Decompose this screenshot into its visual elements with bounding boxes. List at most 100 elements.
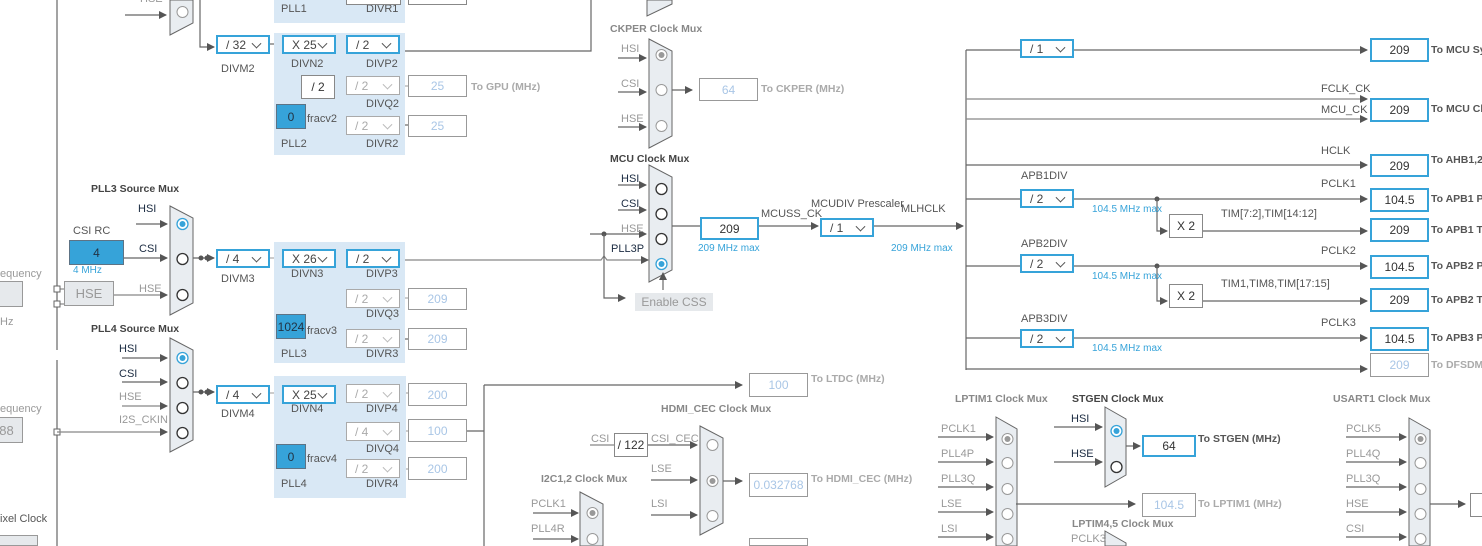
pll2-r-output: 25 (408, 115, 467, 137)
dropdown-value: / 2 (1030, 256, 1044, 271)
enable-css-button[interactable]: Enable CSS (635, 293, 713, 311)
pll2-half-divider: / 2 (301, 75, 335, 99)
radio-option[interactable] (1001, 533, 1014, 545)
divm2-dropdown[interactable]: / 32 (216, 35, 270, 54)
mcu-input-hse: HSE (621, 223, 644, 235)
lptim1-input-0: PCLK1 (941, 423, 976, 435)
pll4-label: PLL4 (281, 478, 307, 490)
radio-option[interactable] (655, 120, 668, 132)
divp4-dropdown[interactable]: / 2 (346, 384, 400, 403)
radio-option[interactable] (1110, 460, 1123, 474)
radio-option[interactable] (176, 288, 189, 302)
hdmi-cec-output-label: To HDMI_CEC (MHz) (811, 473, 913, 485)
mcu-input-hsi: HSI (621, 173, 640, 185)
radio-option[interactable] (655, 84, 668, 96)
divr2-dropdown[interactable]: / 2 (346, 116, 400, 135)
divn2-dropdown[interactable]: X 25 (282, 35, 336, 54)
radio-option[interactable] (1414, 483, 1427, 495)
usart1-mux (1408, 417, 1431, 546)
apb3-div-dropdown[interactable]: / 2 (1020, 329, 1074, 348)
ckper-input-hsi: HSI (621, 43, 640, 55)
mcu-sys-label: To MCU Sys (1431, 44, 1482, 56)
pll1-label: PLL1 (281, 3, 307, 15)
radio-option[interactable] (1001, 457, 1014, 469)
frequency-input-1[interactable] (0, 281, 23, 307)
radio-option[interactable] (706, 510, 719, 522)
stgen-mux (1104, 406, 1127, 488)
divn3-dropdown[interactable]: X 26 (282, 249, 336, 268)
dropdown-value: / 2 (1030, 191, 1044, 206)
chevron-down-icon (382, 292, 393, 303)
radio-option[interactable] (176, 426, 189, 440)
mcu-clk-label: To MCU Clo (1431, 103, 1482, 115)
frequency-label-2: equency (0, 403, 42, 415)
apb1-div-dropdown[interactable]: / 2 (1020, 189, 1074, 208)
radio-option[interactable] (655, 182, 668, 196)
radio-option[interactable] (176, 252, 189, 266)
divr3-dropdown[interactable]: / 2 (346, 329, 400, 348)
sys-div-dropdown[interactable]: / 1 (1020, 39, 1074, 58)
radio-option[interactable] (176, 401, 189, 415)
radio-option[interactable] (176, 6, 189, 18)
dropdown-value: / 4 (355, 424, 369, 439)
radio-dot (1113, 428, 1120, 434)
radio-option[interactable] (1414, 457, 1427, 469)
radio-option[interactable] (1001, 508, 1014, 520)
divm4-dropdown[interactable]: / 4 (216, 385, 270, 404)
mcu-clk-output: 209 (1370, 98, 1429, 122)
stgen-output: 64 (1142, 435, 1196, 457)
csi-rc-value[interactable]: 4 (69, 240, 124, 265)
divr2-label: DIVR2 (366, 138, 399, 150)
apb2-div-dropdown[interactable]: / 2 (1020, 254, 1074, 273)
fracv2-input[interactable]: 0 (276, 104, 306, 129)
mcu-mux-max: 209 MHz max (698, 243, 760, 254)
wire (1156, 266, 1168, 305)
radio-dot (658, 52, 665, 58)
divn4-dropdown[interactable]: X 25 (282, 385, 336, 404)
dropdown-value: / 4 (226, 251, 240, 266)
fclk-label: FCLK_CK (1321, 83, 1371, 95)
radio-option[interactable] (176, 376, 189, 390)
radio-dot (1004, 436, 1011, 442)
chevron-down-icon (382, 332, 393, 343)
junction-dot (198, 255, 204, 261)
radio-option[interactable] (706, 439, 719, 451)
divq4-dropdown[interactable]: / 4 (346, 422, 400, 441)
frequency-input-2[interactable]: 88 (0, 417, 23, 443)
radio-option[interactable] (1414, 533, 1427, 545)
fracv3-input[interactable]: 1024 (276, 314, 306, 339)
radio-option[interactable] (655, 232, 668, 246)
pll4-mux-input-i2s: I2S_CKIN (119, 414, 168, 426)
fracv3-label: fracv3 (307, 325, 337, 337)
ckper-input-csi: CSI (621, 78, 640, 90)
radio-option[interactable] (1414, 508, 1427, 520)
hdmi-cec-mux (699, 425, 724, 536)
divp2-dropdown[interactable]: / 2 (346, 35, 400, 54)
i2c12-input-pll4r: PLL4R (531, 523, 565, 535)
radio-option[interactable] (586, 533, 599, 545)
pixel-clock-input[interactable] (0, 535, 38, 546)
radio-option[interactable] (655, 207, 668, 221)
divp2-label: DIVP2 (366, 58, 398, 70)
divm4-label: DIVM4 (221, 408, 255, 420)
fracv4-input[interactable]: 0 (276, 444, 306, 469)
divp3-dropdown[interactable]: / 2 (346, 249, 400, 268)
radio-option[interactable] (1001, 483, 1014, 495)
apb2-output: 104.5 (1370, 255, 1429, 279)
dropdown-value: / 4 (226, 387, 240, 402)
divm3-label: DIVM3 (221, 273, 255, 285)
chevron-down-icon (317, 388, 328, 399)
divq2-dropdown[interactable]: / 2 (346, 76, 400, 95)
wire (400, 0, 592, 52)
apb1-timer-output-label: To APB1 Tim (1431, 224, 1482, 236)
hdmi-cec-input-lsi: LSI (651, 498, 668, 510)
wire (199, 0, 215, 51)
divm3-dropdown[interactable]: / 4 (216, 249, 270, 268)
usart1-input-3: HSE (1346, 498, 1369, 510)
mcudiv-dropdown[interactable]: / 1 (820, 218, 874, 237)
ltdc-label: To LTDC (MHz) (811, 373, 885, 385)
pll4-mux-input-hsi: HSI (119, 343, 138, 355)
chevron-down-icon (1055, 257, 1066, 268)
divq3-dropdown[interactable]: / 2 (346, 289, 400, 308)
divr4-dropdown[interactable]: / 2 (346, 459, 400, 478)
